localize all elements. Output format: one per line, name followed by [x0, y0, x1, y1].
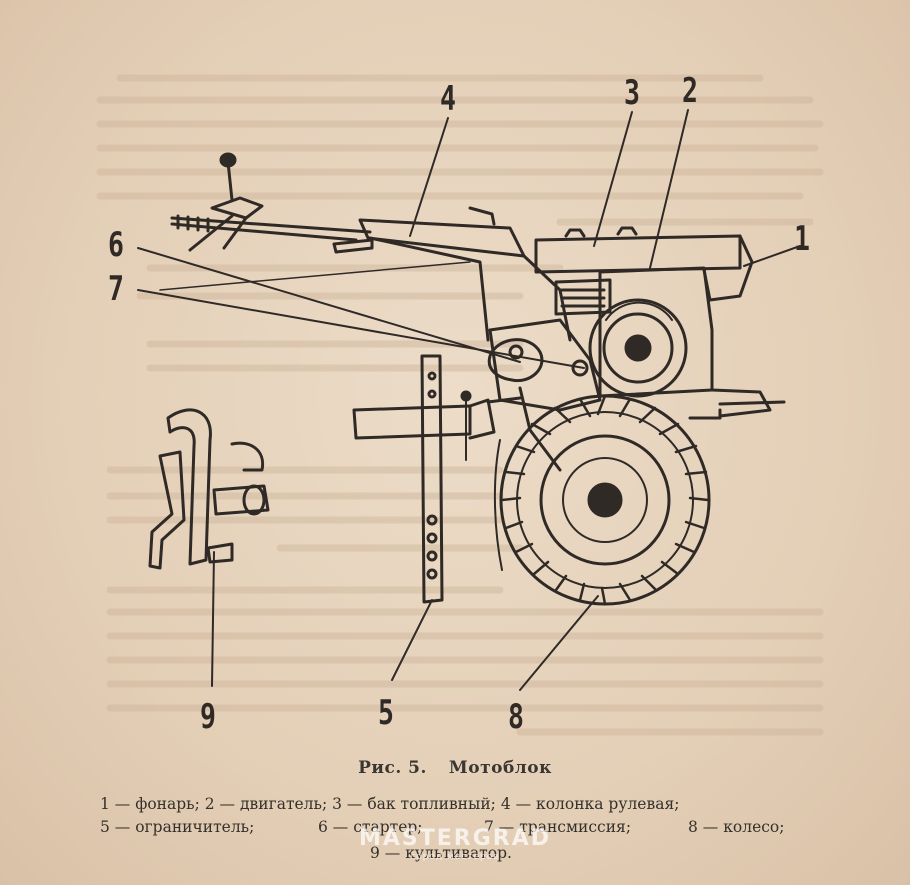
caption-title: Мотоблок — [448, 758, 552, 778]
legend-item-7: 7 — трансмиссия; — [484, 818, 632, 836]
fuel-tank — [534, 226, 742, 274]
handlebar — [170, 152, 372, 252]
limiter — [420, 354, 444, 604]
legend-item-8: 8 — колесо; — [688, 818, 785, 836]
callout-6: 6 — [108, 225, 124, 265]
watermark-tagline: город мастеров — [410, 852, 500, 862]
legend-item-5: 5 — ограничитель; — [100, 818, 255, 836]
legend-line-1: 1 — фонарь; 2 — двигатель; 3 — бак топли… — [100, 795, 680, 813]
callout-9: 9 — [200, 697, 216, 737]
legend-line-3: 9 — культиватор. — [370, 844, 512, 862]
caption-number: Рис. 5. — [358, 758, 427, 778]
callout-2: 2 — [682, 71, 698, 111]
callout-3: 3 — [624, 73, 640, 113]
watermark-brand: MASTERGRAD — [358, 826, 552, 851]
cultivator — [148, 408, 270, 570]
callout-7: 7 — [108, 269, 124, 309]
wheel — [493, 394, 711, 606]
starter — [487, 338, 544, 383]
callout-5: 5 — [378, 693, 394, 733]
callout-8: 8 — [508, 697, 524, 737]
leader-lines — [137, 109, 801, 691]
legend-item-6: 6 — стартер; — [318, 818, 423, 836]
callout-4: 4 — [440, 79, 456, 119]
hitch — [352, 390, 522, 461]
figure-caption: Рис. 5. Мотоблок — [0, 758, 910, 778]
callout-1: 1 — [794, 219, 810, 259]
engine — [554, 266, 786, 420]
